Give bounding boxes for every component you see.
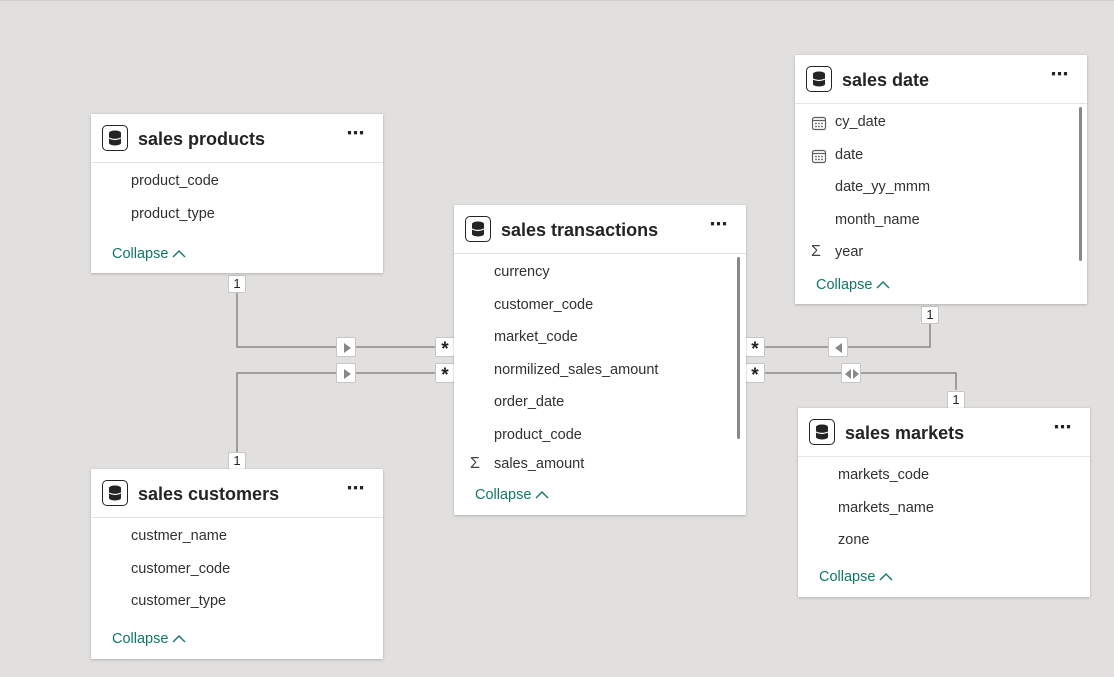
- table-icon: [806, 66, 832, 92]
- table-header[interactable]: sales date ⋯: [795, 55, 1087, 104]
- sigma-icon: Σ: [470, 455, 480, 472]
- field-product-code[interactable]: product_code: [131, 173, 219, 189]
- table-header[interactable]: sales transactions ⋯: [454, 205, 746, 254]
- cardinality-many-date: *: [745, 337, 765, 360]
- canvas-top-border: [0, 0, 1114, 1]
- field-zone[interactable]: zone: [838, 532, 870, 548]
- collapse-button[interactable]: Collapse: [112, 246, 187, 262]
- chevron-up-icon: [535, 491, 549, 499]
- collapse-button[interactable]: Collapse: [112, 631, 187, 647]
- relationship-line-customers: [236, 372, 436, 460]
- collapse-button[interactable]: Collapse: [819, 569, 894, 585]
- collapse-button[interactable]: Collapse: [475, 487, 550, 503]
- table-icon: [465, 216, 491, 242]
- table-header[interactable]: sales products ⋯: [91, 114, 383, 163]
- field-normilized-sales-amount[interactable]: normilized_sales_amount: [494, 361, 659, 378]
- scrollbar[interactable]: [737, 257, 740, 439]
- cardinality-one-markets: 1: [947, 391, 965, 409]
- field-customer-code[interactable]: customer_code: [131, 560, 231, 577]
- table-card-sales-markets[interactable]: sales markets ⋯ markets_code markets_nam…: [798, 408, 1090, 597]
- table-title: sales products: [138, 129, 266, 149]
- field-custmer-name[interactable]: custmer_name: [131, 528, 227, 544]
- filter-direction-both-icon[interactable]: [841, 363, 861, 383]
- field-cy-date[interactable]: cy_date: [795, 106, 1087, 139]
- cardinality-one-products: 1: [228, 275, 246, 293]
- field-sales-amount[interactable]: Σ sales_amount: [454, 451, 746, 477]
- table-card-sales-products[interactable]: sales products ⋯ product_code product_ty…: [91, 114, 383, 273]
- cardinality-many-customers: *: [435, 363, 455, 386]
- sigma-icon: Σ: [811, 243, 821, 260]
- cardinality-many-products: *: [435, 337, 455, 360]
- cardinality-many-markets: *: [745, 363, 765, 386]
- field-product-code[interactable]: product_code: [494, 426, 582, 443]
- table-icon: [102, 480, 128, 506]
- table-icon: [809, 419, 835, 445]
- filter-direction-right-icon[interactable]: [336, 363, 356, 383]
- field-date[interactable]: date: [795, 139, 1087, 172]
- field-month-name[interactable]: month_name: [835, 211, 920, 228]
- filter-direction-left-icon[interactable]: [828, 337, 848, 357]
- table-card-sales-date[interactable]: sales date ⋯ cy_date date date_yy_mmm mo…: [795, 55, 1087, 304]
- field-customer-type[interactable]: customer_type: [131, 593, 227, 609]
- field-market-code[interactable]: market_code: [494, 329, 578, 345]
- field-markets-name[interactable]: markets_name: [838, 499, 934, 516]
- more-options-icon[interactable]: ⋯: [709, 214, 729, 234]
- field-markets-code[interactable]: markets_code: [838, 467, 930, 483]
- more-options-icon[interactable]: ⋯: [1050, 64, 1070, 84]
- table-header[interactable]: sales markets ⋯: [798, 408, 1090, 457]
- more-options-icon[interactable]: ⋯: [1053, 417, 1073, 437]
- chevron-up-icon: [172, 250, 186, 258]
- table-title: sales transactions: [501, 220, 659, 240]
- filter-direction-right-icon[interactable]: [336, 337, 356, 357]
- field-year[interactable]: Σ year: [795, 236, 1087, 269]
- field-date-yy-mmm[interactable]: date_yy_mmm: [835, 179, 931, 195]
- field-order-date[interactable]: order_date: [494, 394, 565, 410]
- more-options-icon[interactable]: ⋯: [346, 478, 366, 498]
- field-customer-code[interactable]: customer_code: [494, 296, 594, 313]
- field-product-type[interactable]: product_type: [131, 205, 215, 222]
- relationship-line-date: [764, 323, 931, 348]
- relationship-line-markets: [764, 372, 957, 390]
- table-title: sales customers: [138, 484, 280, 504]
- table-card-sales-transactions[interactable]: sales transactions ⋯ currency customer_c…: [454, 205, 746, 515]
- more-options-icon[interactable]: ⋯: [346, 123, 366, 143]
- table-header[interactable]: sales customers ⋯: [91, 469, 383, 518]
- table-icon: [102, 125, 128, 151]
- relationship-line-products: [236, 292, 436, 348]
- cardinality-one-date: 1: [921, 306, 939, 324]
- chevron-up-icon: [876, 281, 890, 289]
- collapse-button[interactable]: Collapse: [816, 277, 891, 293]
- table-title: sales markets: [845, 423, 965, 443]
- cardinality-one-customers: 1: [228, 452, 246, 470]
- calendar-icon: [811, 149, 827, 163]
- field-currency[interactable]: currency: [494, 264, 550, 280]
- chevron-up-icon: [172, 635, 186, 643]
- table-title: sales date: [842, 70, 930, 90]
- scrollbar[interactable]: [1079, 107, 1082, 261]
- calendar-icon: [811, 116, 827, 131]
- chevron-up-icon: [879, 573, 893, 581]
- table-card-sales-customers[interactable]: sales customers ⋯ custmer_name customer_…: [91, 469, 383, 659]
